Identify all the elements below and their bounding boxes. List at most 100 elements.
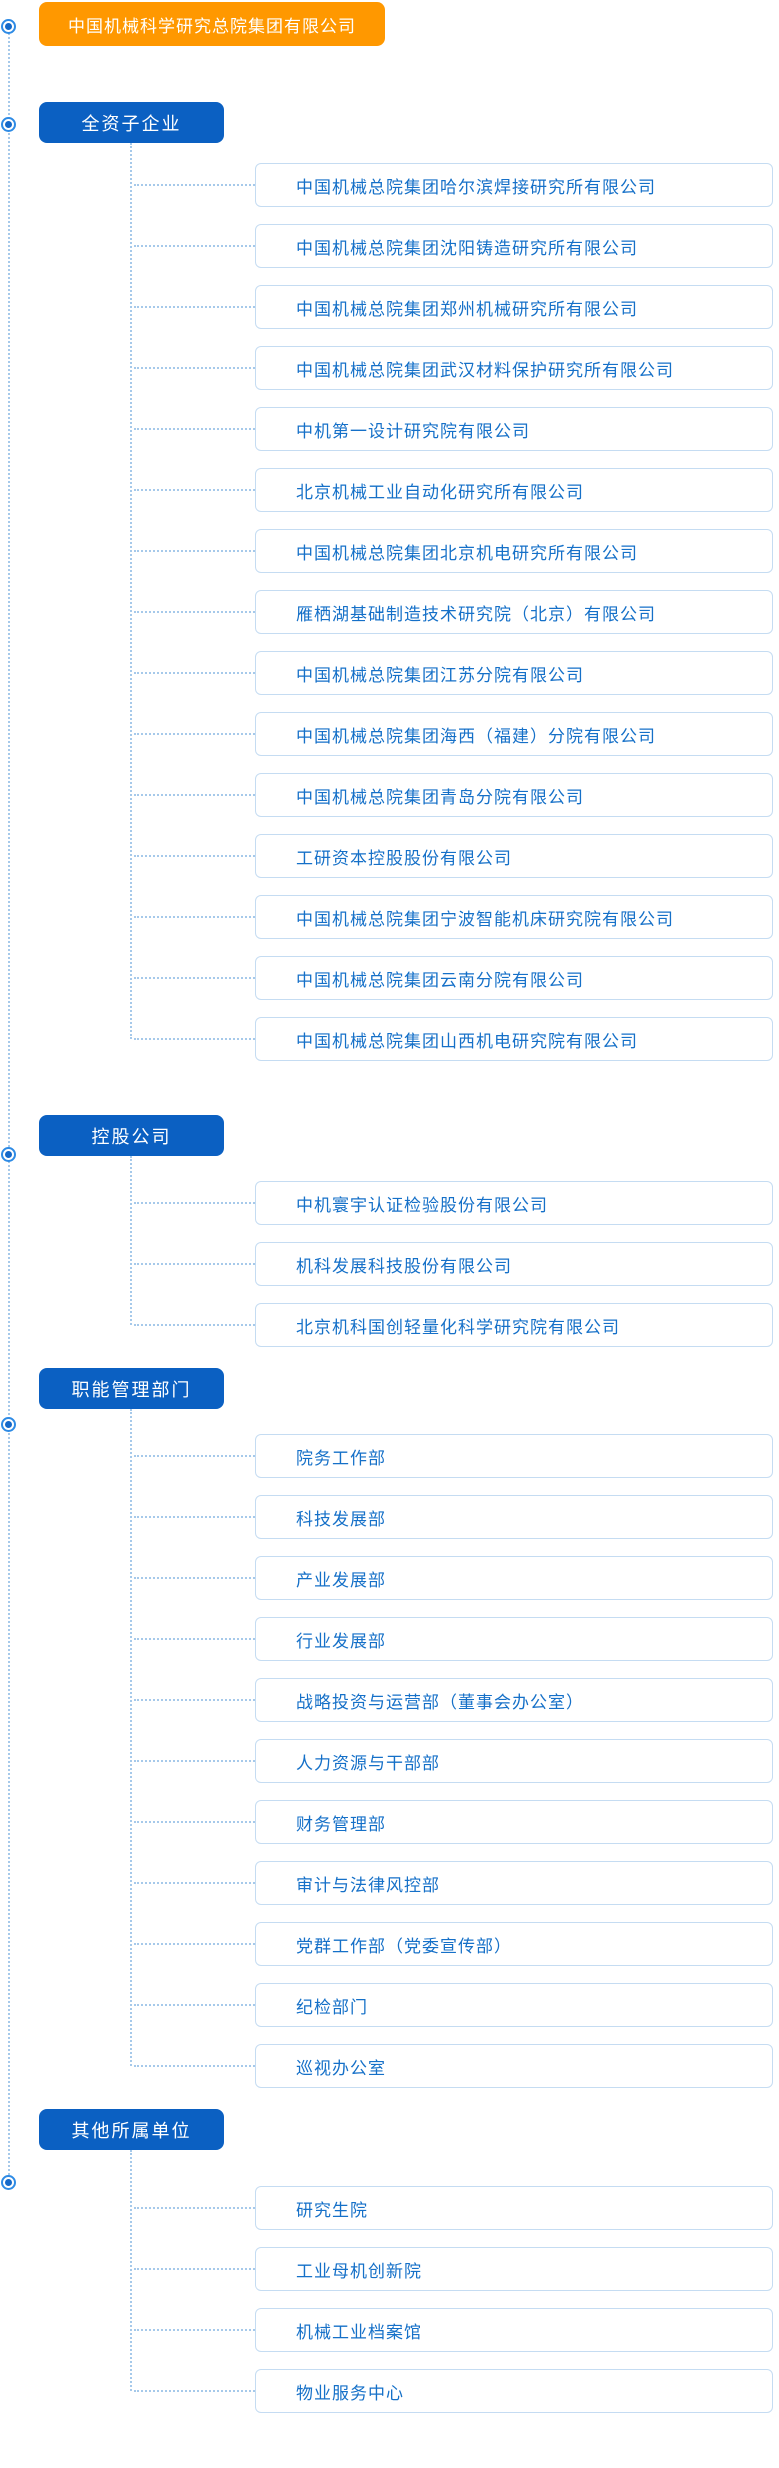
- branch-connector: [134, 733, 255, 735]
- branch-connector: [134, 550, 255, 552]
- org-node-box: 审计与法律风控部: [134, 1861, 773, 1905]
- branch-connector: [134, 1699, 255, 1701]
- section-items: 中机寰宇认证检验股份有限公司机科发展科技股份有限公司北京机科国创轻量化科学研究院…: [134, 1181, 773, 1347]
- org-node-box: 纪检部门: [134, 1983, 773, 2027]
- org-node-box: 党群工作部（党委宣传部）: [134, 1922, 773, 1966]
- org-node-box: 北京机械工业自动化研究所有限公司: [134, 468, 773, 512]
- radio-node-icon[interactable]: [1, 1416, 16, 1432]
- branch-connector: [134, 855, 255, 857]
- org-node-box: 中国机械总院集团哈尔滨焊接研究所有限公司: [134, 163, 773, 207]
- org-node-box: 战略投资与运营部（董事会办公室）: [134, 1678, 773, 1722]
- org-node-label: 中国机械总院集团海西（福建）分院有限公司: [296, 726, 656, 746]
- org-node-label: 工业母机创新院: [296, 2261, 422, 2281]
- org-node-box: 产业发展部: [134, 1556, 773, 1600]
- branch-connector: [134, 1760, 255, 1762]
- section-other-affiliated-units: 其他所属单位 研究生院工业母机创新院机械工业档案馆物业服务中心: [39, 2109, 779, 2413]
- org-node-box: 中国机械总院集团江苏分院有限公司: [134, 651, 773, 695]
- org-node-box: 机科发展科技股份有限公司: [134, 1242, 773, 1286]
- org-node-box: 北京机科国创轻量化科学研究院有限公司: [134, 1303, 773, 1347]
- org-node-box: 科技发展部: [134, 1495, 773, 1539]
- section-holding-companies: 控股公司 中机寰宇认证检验股份有限公司机科发展科技股份有限公司北京机科国创轻量化…: [39, 1115, 779, 1347]
- org-node-label: 北京机科国创轻量化科学研究院有限公司: [296, 1317, 620, 1337]
- branch-connector: [134, 794, 255, 796]
- org-node-box: 研究生院: [134, 2186, 773, 2230]
- org-node-label: 中国机械总院集团山西机电研究院有限公司: [296, 1031, 638, 1051]
- section-items: 院务工作部科技发展部产业发展部行业发展部战略投资与运营部（董事会办公室） 人力资源…: [134, 1434, 773, 2088]
- branch-connector: [134, 2004, 255, 2006]
- section-header-label: 控股公司: [91, 1126, 172, 1147]
- branch-connector: [134, 1943, 255, 1945]
- org-root-label: 中国机械科学研究总院集团有限公司: [68, 16, 356, 36]
- org-node-box: 机械工业档案馆: [134, 2308, 773, 2352]
- branch-connector: [134, 2329, 255, 2331]
- org-node-label: 行业发展部: [296, 1631, 386, 1651]
- section-header: 控股公司: [39, 1115, 224, 1325]
- org-node-box: 中国机械总院集团北京机电研究所有限公司: [134, 529, 773, 573]
- descender-connector: [130, 1409, 132, 2066]
- branch-connector: [134, 2207, 255, 2209]
- org-node-label: 产业发展部: [296, 1570, 386, 1590]
- org-node-label: 巡视办公室: [296, 2058, 386, 2078]
- radio-node-icon[interactable]: [1, 1146, 16, 1162]
- section-header-label: 全资子企业: [81, 113, 182, 134]
- branch-connector: [134, 2065, 255, 2067]
- org-node-box: 中国机械总院集团山西机电研究院有限公司: [134, 1017, 773, 1061]
- section-header: 职能管理部门: [39, 1368, 224, 2066]
- org-node-box: 行业发展部: [134, 1617, 773, 1661]
- org-node-box: 物业服务中心: [134, 2369, 773, 2413]
- branch-connector: [134, 1577, 255, 1579]
- radio-node-dot: [5, 120, 12, 128]
- org-node-label: 战略投资与运营部（董事会办公室）: [296, 1692, 584, 1712]
- branch-connector: [134, 977, 255, 979]
- branch-connector: [134, 245, 255, 247]
- branch-connector: [134, 2268, 255, 2270]
- radio-node-dot: [5, 1420, 12, 1428]
- branch-connector: [134, 1821, 255, 1823]
- org-node-box: 中国机械总院集团郑州机械研究所有限公司: [134, 285, 773, 329]
- branch-connector: [134, 611, 255, 613]
- tree-rail-connector: [8, 26, 10, 2182]
- branch-connector: [134, 184, 255, 186]
- org-node-label: 院务工作部: [296, 1448, 386, 1468]
- branch-connector: [134, 2390, 255, 2392]
- descender-connector: [130, 143, 132, 1039]
- org-node-label: 研究生院: [296, 2200, 368, 2220]
- org-root-node: 中国机械科学研究总院集团有限公司: [39, 2, 385, 46]
- branch-connector: [134, 489, 255, 491]
- radio-node-icon[interactable]: [1, 18, 16, 34]
- org-node-label: 中国机械总院集团云南分院有限公司: [296, 970, 584, 990]
- org-node-box: 中国机械总院集团沈阳铸造研究所有限公司: [134, 224, 773, 268]
- org-node-box: 中国机械总院集团青岛分院有限公司: [134, 773, 773, 817]
- org-node-label: 人力资源与干部部: [296, 1753, 440, 1773]
- org-node-label: 北京机械工业自动化研究所有限公司: [296, 482, 584, 502]
- radio-node-dot: [5, 1150, 12, 1158]
- org-node-box: 中国机械总院集团宁波智能机床研究院有限公司: [134, 895, 773, 939]
- org-node-box: 财务管理部: [134, 1800, 773, 1844]
- branch-connector: [134, 1882, 255, 1884]
- org-node-label: 中国机械总院集团武汉材料保护研究所有限公司: [296, 360, 674, 380]
- descender-connector: [130, 1156, 132, 1325]
- org-node-label: 中国机械总院集团沈阳铸造研究所有限公司: [296, 238, 638, 258]
- org-node-label: 中机第一设计研究院有限公司: [296, 421, 530, 441]
- branch-connector: [134, 672, 255, 674]
- org-node-box: 中国机械总院集团海西（福建）分院有限公司: [134, 712, 773, 756]
- org-chart: 中国机械科学研究总院集团有限公司 全资子企业 中国机械总院集团哈尔滨焊接研究所有…: [39, 2, 779, 2413]
- org-node-label: 审计与法律风控部: [296, 1875, 440, 1895]
- branch-connector: [134, 428, 255, 430]
- org-node-box: 雁栖湖基础制造技术研究院（北京）有限公司: [134, 590, 773, 634]
- org-node-box: 中国机械总院集团云南分院有限公司: [134, 956, 773, 1000]
- branch-connector: [134, 1038, 255, 1040]
- org-node-label: 中国机械总院集团江苏分院有限公司: [296, 665, 584, 685]
- section-header-label: 职能管理部门: [71, 1379, 192, 1400]
- section-wholly-owned-subsidiaries: 全资子企业 中国机械总院集团哈尔滨焊接研究所有限公司中国机械总院集团沈阳铸造研究…: [39, 102, 779, 1061]
- radio-node-icon[interactable]: [1, 2174, 16, 2190]
- section-items: 中国机械总院集团哈尔滨焊接研究所有限公司中国机械总院集团沈阳铸造研究所有限公司中…: [134, 163, 773, 1061]
- org-node-box: 中机寰宇认证检验股份有限公司: [134, 1181, 773, 1225]
- radio-node-icon[interactable]: [1, 116, 16, 132]
- org-node-label: 物业服务中心: [296, 2383, 404, 2403]
- branch-connector: [134, 1638, 255, 1640]
- org-node-label: 中国机械总院集团北京机电研究所有限公司: [296, 543, 638, 563]
- branch-connector: [134, 1263, 255, 1265]
- branch-connector: [134, 1202, 255, 1204]
- section-header-label: 其他所属单位: [71, 2120, 192, 2141]
